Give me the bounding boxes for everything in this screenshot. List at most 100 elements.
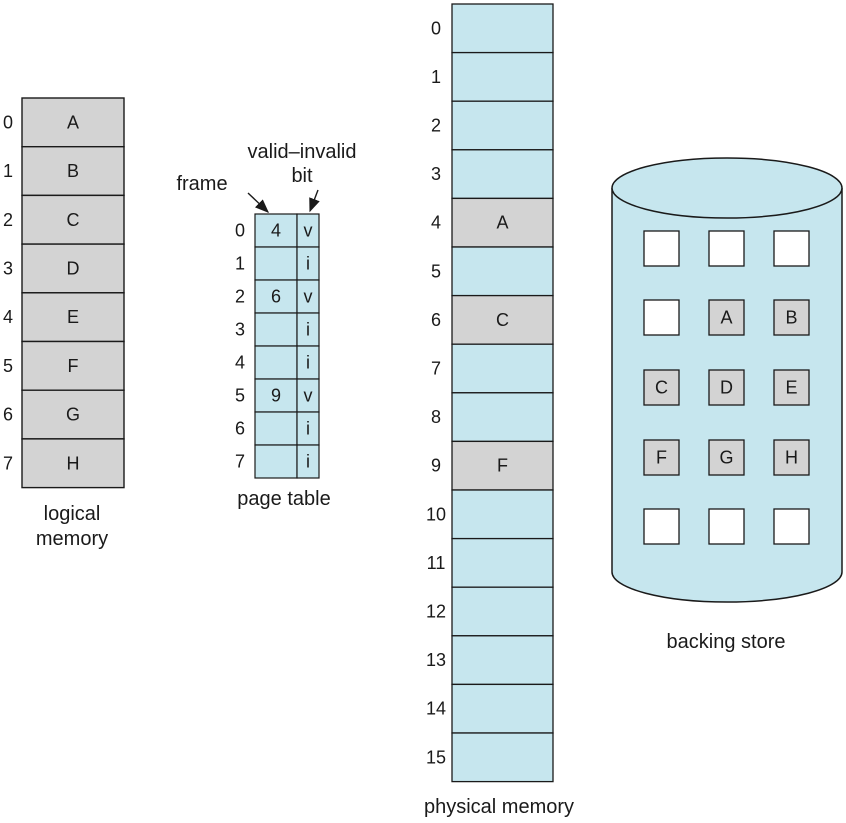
logical-memory-cell (21, 145, 125, 197)
physical-memory-frame (451, 149, 554, 200)
backing-store-page (773, 439, 810, 476)
page-table-caption: page table (237, 488, 330, 510)
physical-memory-frame (451, 392, 554, 443)
logical-memory-index: 3 (3, 258, 13, 278)
physical-memory-frame (451, 732, 554, 783)
logical-memory-caption-line1: logical (44, 503, 101, 525)
physical-memory-index: 0 (431, 18, 441, 38)
page-table-frame-value: 6 (271, 287, 281, 307)
logical-memory-cell-label: B (67, 161, 79, 181)
logical-memory-index: 1 (3, 161, 13, 181)
valid-invalid-label-line2: bit (291, 165, 313, 187)
backing-store-page-label: D (720, 378, 733, 398)
backing-store-page (773, 369, 810, 406)
logical-memory-cell (21, 97, 125, 148)
logical-memory-caption-line2: memory (36, 528, 108, 550)
page-table-index: 6 (235, 419, 245, 439)
physical-memory-frame (451, 294, 554, 345)
backing-store-cylinder-top (611, 157, 843, 219)
backing-store-page-label: C (655, 378, 668, 398)
page-table-index: 0 (235, 221, 245, 241)
logical-memory-index: 0 (3, 112, 13, 132)
page-table-index: 5 (235, 386, 245, 406)
backing-store-page-label: H (785, 448, 798, 468)
physical-memory-frame-label: C (496, 310, 509, 330)
page-table-frame-cell (254, 312, 298, 347)
logical-memory-index: 7 (3, 453, 13, 473)
backing-store-page (643, 299, 680, 336)
logical-memory-cell (21, 340, 125, 391)
backing-store-page-label: E (785, 378, 797, 398)
physical-memory-frame (451, 197, 554, 248)
physical-memory-frame (451, 537, 554, 588)
valid-invalid-arrow (309, 189, 320, 213)
logical-memory-cell-label: H (67, 453, 80, 473)
page-table-bit-value: i (306, 419, 310, 439)
logical-memory-index: 2 (3, 210, 13, 230)
physical-memory-index: 8 (431, 407, 441, 427)
page-table-frame-cell (254, 345, 298, 380)
logical-memory-cell-label: D (67, 258, 80, 278)
physical-memory-index: 9 (431, 456, 441, 476)
page-table-index: 2 (235, 287, 245, 307)
frame-label: frame (176, 173, 227, 195)
physical-memory-index: 5 (431, 261, 441, 281)
page-table-frame-cell (254, 279, 298, 314)
logical-memory-cell-label: A (67, 112, 79, 132)
page-table-bit-value: v (304, 221, 313, 241)
physical-memory-index: 11 (427, 553, 446, 573)
physical-memory-frame (451, 51, 554, 102)
physical-memory-frame (451, 343, 554, 394)
page-table-bit-value: v (304, 386, 313, 406)
physical-memory-frame-label: F (497, 456, 508, 476)
backing-store-page (708, 508, 745, 545)
page-table-index: 7 (235, 452, 245, 472)
logical-memory-index: 6 (3, 405, 13, 425)
physical-memory-index: 6 (431, 310, 441, 330)
physical-memory-index: 10 (426, 504, 446, 524)
logical-memory-index: 5 (3, 356, 13, 376)
backing-store-page (643, 439, 680, 476)
page-table-frame-cell (254, 378, 298, 413)
physical-memory-frame (451, 440, 554, 491)
logical-memory-cell (21, 243, 125, 294)
logical-memory-cell-label: F (68, 356, 79, 376)
page-table-bit-value: i (306, 353, 310, 373)
physical-memory-frame (451, 683, 554, 734)
backing-store-caption: backing store (667, 631, 786, 653)
backing-store-page (708, 299, 745, 336)
backing-store-page (773, 230, 810, 267)
backing-store-page (643, 230, 680, 267)
page-table-bit-value: i (306, 254, 310, 274)
physical-memory-frame (451, 246, 554, 297)
page-table-bit-value: i (306, 320, 310, 340)
backing-store-page (708, 230, 745, 267)
page-table-frame-cell (254, 246, 298, 281)
backing-store-page-label: B (785, 308, 797, 328)
page-table-index: 3 (235, 320, 245, 340)
physical-memory-index: 1 (431, 67, 441, 87)
logical-memory-cell (21, 438, 125, 489)
physical-memory-index: 2 (431, 116, 441, 136)
logical-memory-cell (21, 194, 125, 245)
physical-memory-index: 7 (431, 359, 441, 379)
frame-arrow (247, 192, 270, 213)
valid-invalid-label-line1: valid–invalid (248, 141, 357, 163)
backing-store-page-label: G (719, 448, 733, 468)
physical-memory-frame (451, 100, 554, 151)
physical-memory-index: 3 (431, 164, 441, 184)
page-table-frame-cell (254, 411, 298, 446)
backing-store-page (643, 369, 680, 406)
logical-memory-index: 4 (3, 307, 13, 327)
logical-memory-cell-label: C (67, 210, 80, 230)
page-table-frame-cell (254, 444, 298, 479)
page-table-bit-value: i (306, 452, 310, 472)
physical-memory-frame (451, 489, 554, 540)
page-table-bit-cell (296, 444, 320, 479)
physical-memory-frame-label: A (496, 213, 508, 233)
backing-store-page (773, 508, 810, 545)
backing-store-page-label: A (720, 308, 732, 328)
